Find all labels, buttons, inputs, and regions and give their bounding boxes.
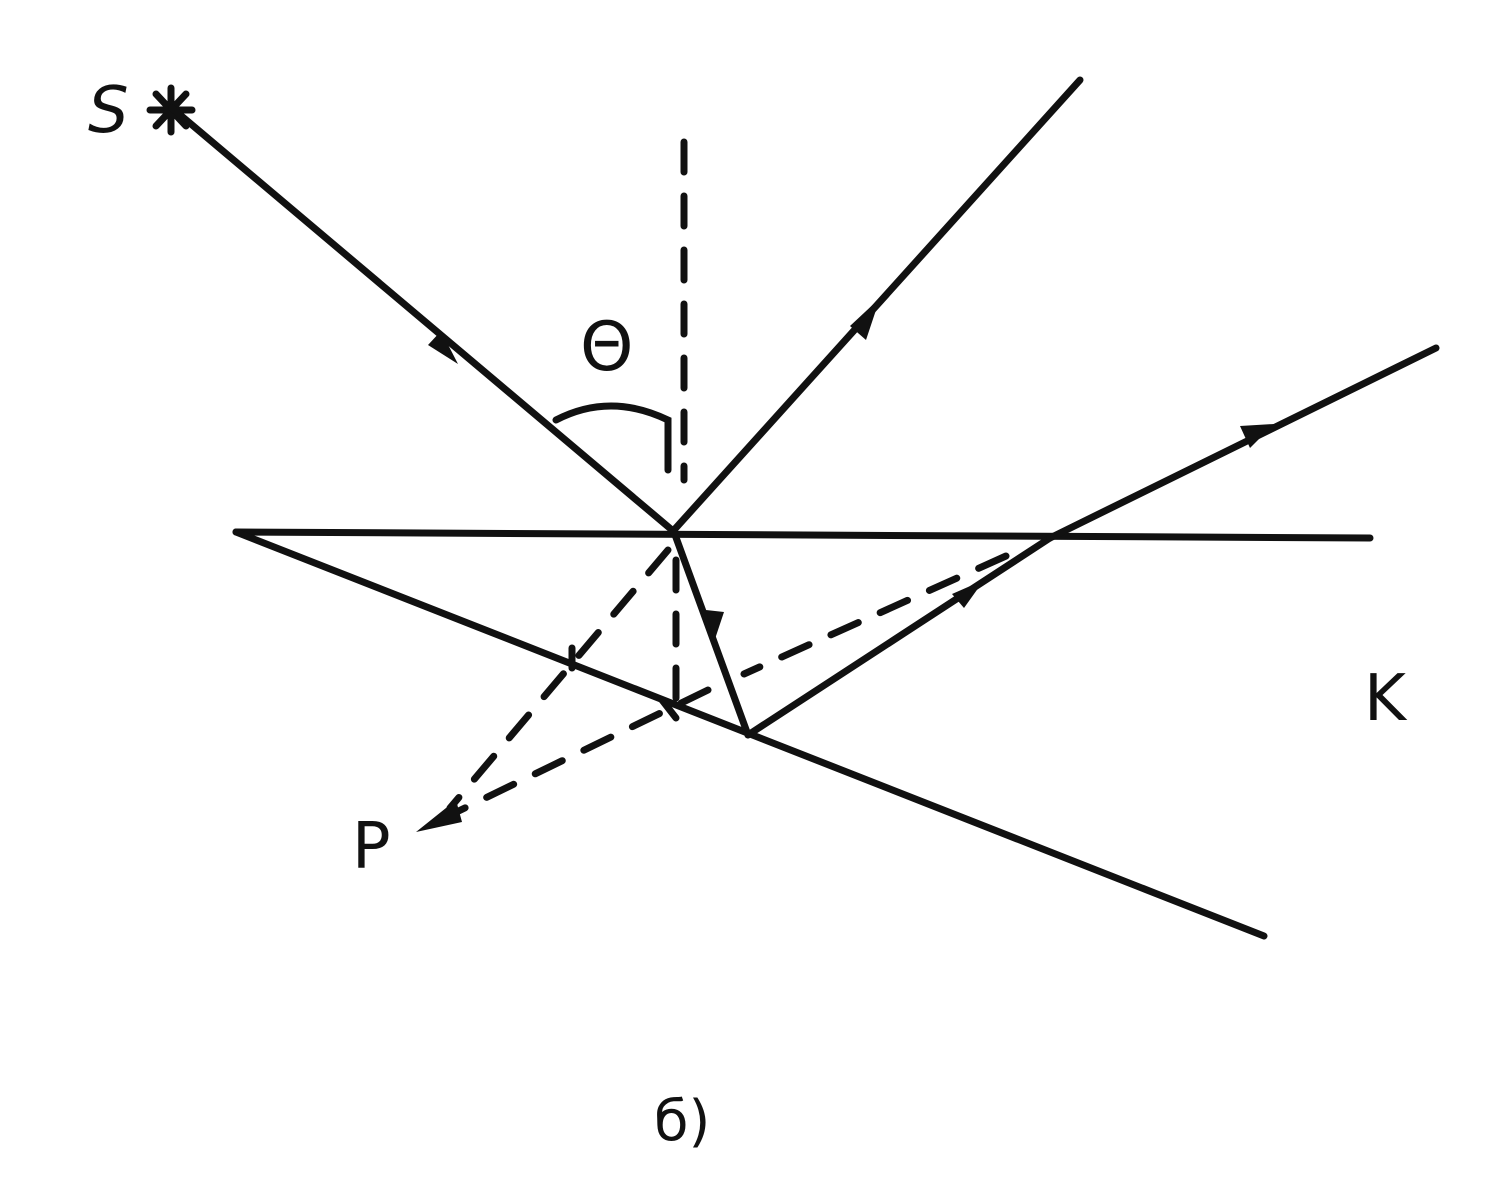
tick-mark-center [658,696,680,722]
refracted-ray [670,528,752,739]
refracted-arrowhead-icon [706,610,724,642]
figure-caption: б) [654,1089,710,1154]
dashed-extension-2 [436,686,712,824]
internal-reflected-ray [744,534,1054,739]
label-point-p: P [352,810,391,884]
dashed-extension-1 [446,546,672,812]
label-angle: Θ [580,308,634,387]
p-arrowhead-icon [416,800,462,832]
dashed-extension-3 [740,552,1010,678]
internal-arrowhead-icon [952,580,984,608]
emergent-ray [1046,344,1440,542]
reflected-arrowhead-icon [850,298,880,340]
emergent-arrowhead-icon [1240,424,1274,448]
angle-arc [552,402,672,474]
incident-ray [168,104,676,534]
incident-arrowhead-icon [428,331,458,364]
label-point-k: K [1364,662,1408,736]
label-source: S [88,74,129,148]
surface-line [232,528,1374,542]
